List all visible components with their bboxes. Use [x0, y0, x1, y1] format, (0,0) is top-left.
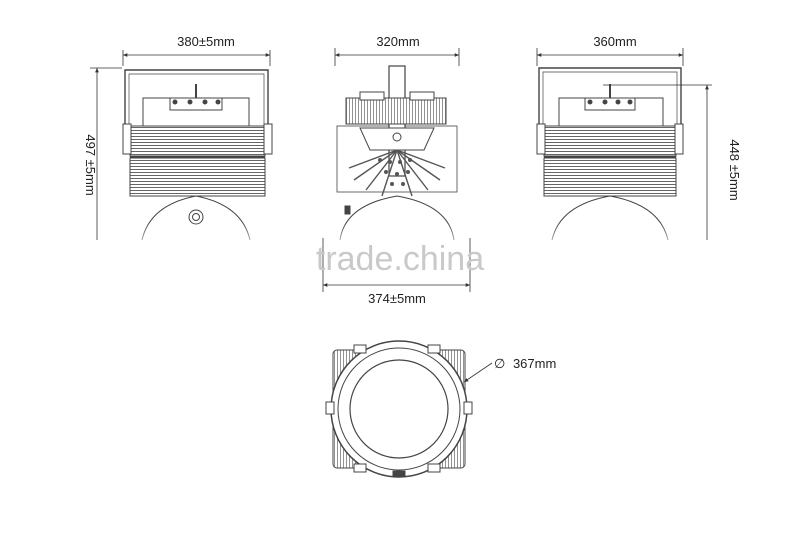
back-view: [536, 67, 684, 241]
diameter-symbol: ∅: [494, 356, 505, 371]
bottom-view: [325, 340, 473, 478]
front-reflector: [141, 195, 251, 241]
label-front-width: 380±5mm: [177, 34, 235, 49]
bottom-lens: [349, 359, 449, 459]
label-front-height: 497 ±5mm: [83, 134, 98, 195]
front-view: [122, 69, 273, 241]
back-heatsink-bottom: [543, 157, 677, 197]
dimension-lines: [90, 48, 712, 383]
side-led-tubes: [348, 149, 446, 197]
label-bottom-diameter: ∅ 367mm: [494, 356, 556, 371]
label-side-top-width: 320mm: [376, 34, 419, 49]
watermark: trade.china: [316, 240, 484, 278]
side-reflector: [339, 195, 455, 241]
bottom-outer-ring: [330, 340, 468, 478]
front-bracket: [124, 69, 269, 130]
diameter-value: 367mm: [513, 356, 556, 371]
front-heatsink-top: [129, 125, 266, 157]
front-heatsink-bottom: [129, 157, 266, 197]
label-side-bottom-width: 374±5mm: [368, 291, 426, 306]
back-reflector: [551, 195, 669, 241]
label-back-height: 448 ±5mm: [727, 139, 742, 200]
back-heatsink-top: [543, 125, 677, 157]
back-bracket: [538, 67, 682, 130]
side-view: [336, 65, 458, 241]
label-back-width: 360mm: [593, 34, 636, 49]
front-sensor: [188, 209, 204, 225]
